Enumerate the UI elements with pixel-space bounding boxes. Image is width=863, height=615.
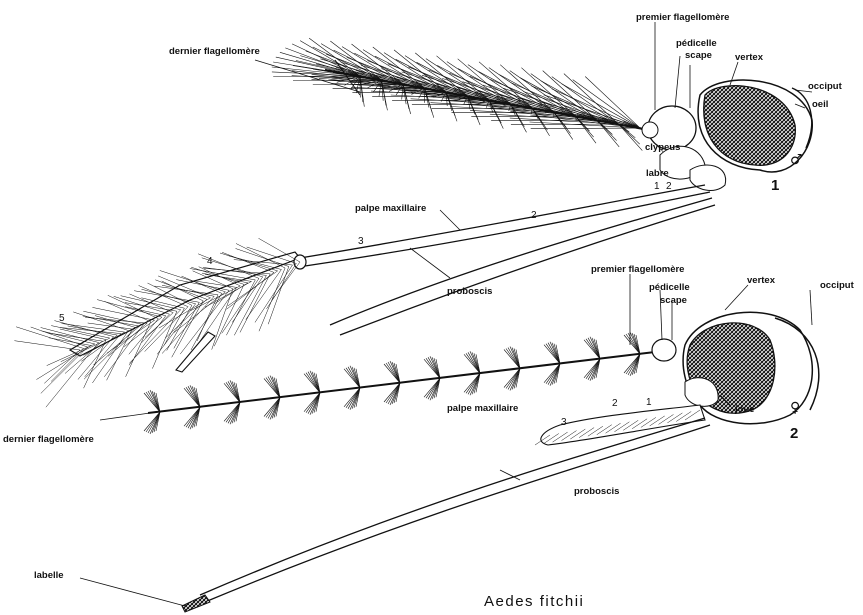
label-proboscis-2: proboscis: [574, 486, 619, 497]
male-first-flagellomere: [642, 122, 658, 138]
segment-5-fig1: 5: [59, 313, 65, 324]
female-antenna-shaft: [148, 352, 655, 413]
label-clypeus-1: clypeus: [645, 142, 680, 153]
segment-1-fig2: 1: [646, 397, 652, 408]
label-proboscis-1: proboscis: [447, 286, 492, 297]
label-vertex-2: vertex: [747, 275, 776, 286]
segment-2a-fig1: 2: [666, 181, 672, 192]
female-proboscis-upper: [200, 418, 705, 595]
figure-number-2: 2: [790, 425, 798, 442]
male-palp-upper: [300, 185, 705, 258]
label-occiput-2: occiput: [820, 280, 855, 291]
segment-1-fig1: 1: [654, 181, 660, 192]
label-labelle-2: labelle: [34, 570, 64, 581]
label-premier-flagellomere-2: premier flagellomère: [591, 264, 684, 275]
segment-4-fig1: 4: [207, 256, 213, 267]
label-scape-1: scape: [685, 50, 712, 61]
segment-2-fig2: 2: [612, 398, 618, 409]
figure-number-1: 1: [771, 177, 779, 194]
female-proboscis-lower: [205, 425, 710, 602]
label-dernier-flagellomere-2: dernier flagellomère: [3, 434, 94, 445]
male-proboscis-upper: [330, 198, 712, 325]
label-vertex-1: vertex: [735, 52, 764, 63]
label-oeil-1: oeil: [812, 99, 828, 110]
label-palpe-maxillaire-2: palpe maxillaire: [447, 403, 518, 414]
label-joue-2: joue: [734, 404, 755, 415]
label-scape-2: scape: [660, 295, 687, 306]
label-labre-1: labre: [646, 168, 669, 179]
caption-species: Aedes fitchii: [484, 593, 584, 610]
segment-3-fig1: 3: [358, 236, 364, 247]
label-premier-flagellomere-1: premier flagellomère: [636, 12, 729, 23]
segment-3-fig2: 3: [561, 417, 567, 428]
label-dernier-flagellomere-1: dernier flagellomère: [169, 46, 260, 57]
label-pedicelle-2: pédicelle: [649, 282, 690, 293]
male-symbol: ♂: [790, 152, 803, 168]
figure-2-female: [144, 312, 819, 612]
female-symbol: ♀: [790, 400, 800, 416]
label-palpe-maxillaire-1: palpe maxillaire: [355, 203, 426, 214]
female-labella: [182, 595, 210, 612]
segment-2b-fig1: 2: [531, 210, 537, 221]
female-pedicel: [652, 339, 676, 361]
label-pedicelle-1: pédicelle: [676, 38, 717, 49]
label-occiput-1: occiput: [808, 81, 843, 92]
